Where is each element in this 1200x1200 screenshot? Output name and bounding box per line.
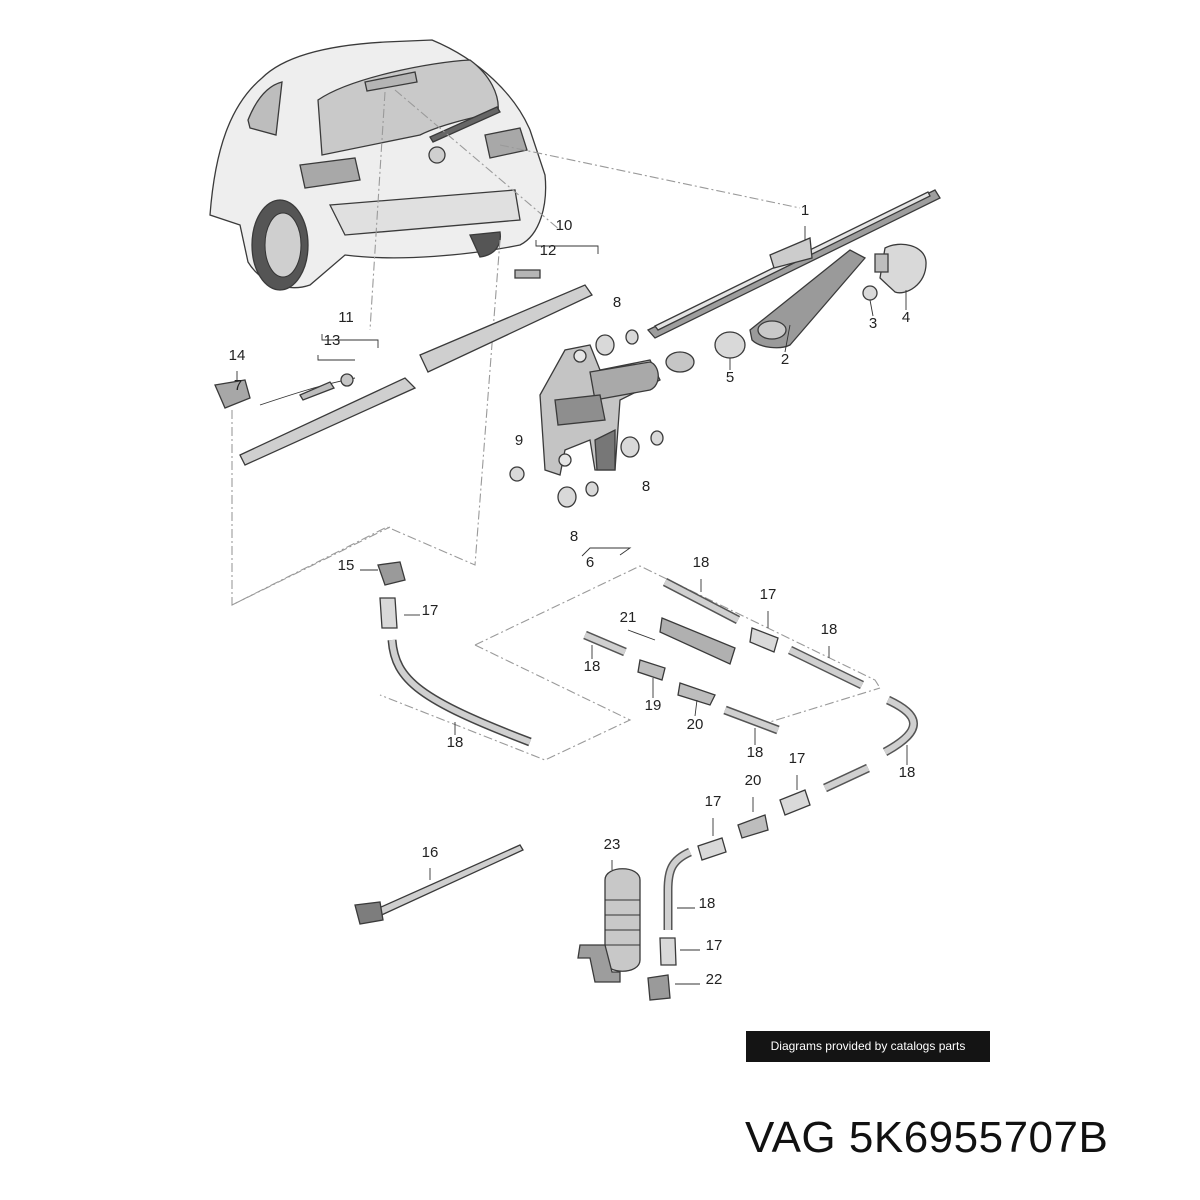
callout-13: 13 [324, 332, 341, 349]
leader-lines [236, 226, 908, 985]
callout-18: 18 [693, 554, 710, 571]
callout-17: 17 [705, 793, 722, 810]
callout-7: 7 [234, 377, 242, 394]
callout-18: 18 [747, 744, 764, 761]
callout-16: 16 [422, 844, 439, 861]
callout-18: 18 [699, 895, 716, 912]
callout-11: 11 [338, 309, 354, 326]
callout-17: 17 [422, 602, 439, 619]
grommets [509, 329, 664, 508]
center-hose-system [583, 578, 918, 1001]
callout-17: 17 [760, 586, 777, 603]
callout-20: 20 [745, 772, 762, 789]
washer-pump [577, 868, 641, 983]
wiper-motor [539, 344, 661, 476]
wiper-arm [749, 249, 867, 349]
car-rear-illustration [209, 39, 547, 291]
callout-10: 10 [556, 217, 573, 234]
callout-19: 19 [645, 697, 662, 714]
cable-tie [354, 844, 524, 925]
callout-20: 20 [687, 716, 704, 733]
callout-15: 15 [338, 557, 355, 574]
callout-3: 3 [869, 315, 877, 332]
callout-4: 4 [902, 309, 910, 326]
callout-8: 8 [613, 294, 621, 311]
callout-18: 18 [447, 734, 464, 751]
callout-8: 8 [642, 478, 650, 495]
callout-12: 12 [540, 242, 557, 259]
callout-8: 8 [570, 528, 578, 545]
callout-5: 5 [726, 369, 734, 386]
part-reference-label: VAG 5K6955707B [745, 1113, 1109, 1162]
callout-18: 18 [821, 621, 838, 638]
callout-2: 2 [781, 351, 789, 368]
callout-6: 6 [586, 554, 594, 571]
callout-1: 1 [801, 202, 809, 219]
callout-21: 21 [620, 609, 637, 626]
assembly-lines [231, 89, 881, 761]
wiper-blade [646, 189, 941, 339]
wiper-parts-small [665, 243, 927, 373]
callout-17: 17 [706, 937, 723, 954]
callout-14: 14 [229, 347, 246, 364]
credit-banner: Diagrams provided by catalogs parts [746, 1031, 990, 1062]
trim-strips [239, 284, 593, 466]
callout-22: 22 [706, 971, 723, 988]
callout-18: 18 [584, 658, 601, 675]
callout-9: 9 [515, 432, 523, 449]
connectors [214, 269, 541, 409]
callout-17: 17 [789, 750, 806, 767]
callout-18: 18 [899, 764, 916, 781]
callout-23: 23 [604, 836, 621, 853]
left-hose-system [377, 561, 532, 747]
